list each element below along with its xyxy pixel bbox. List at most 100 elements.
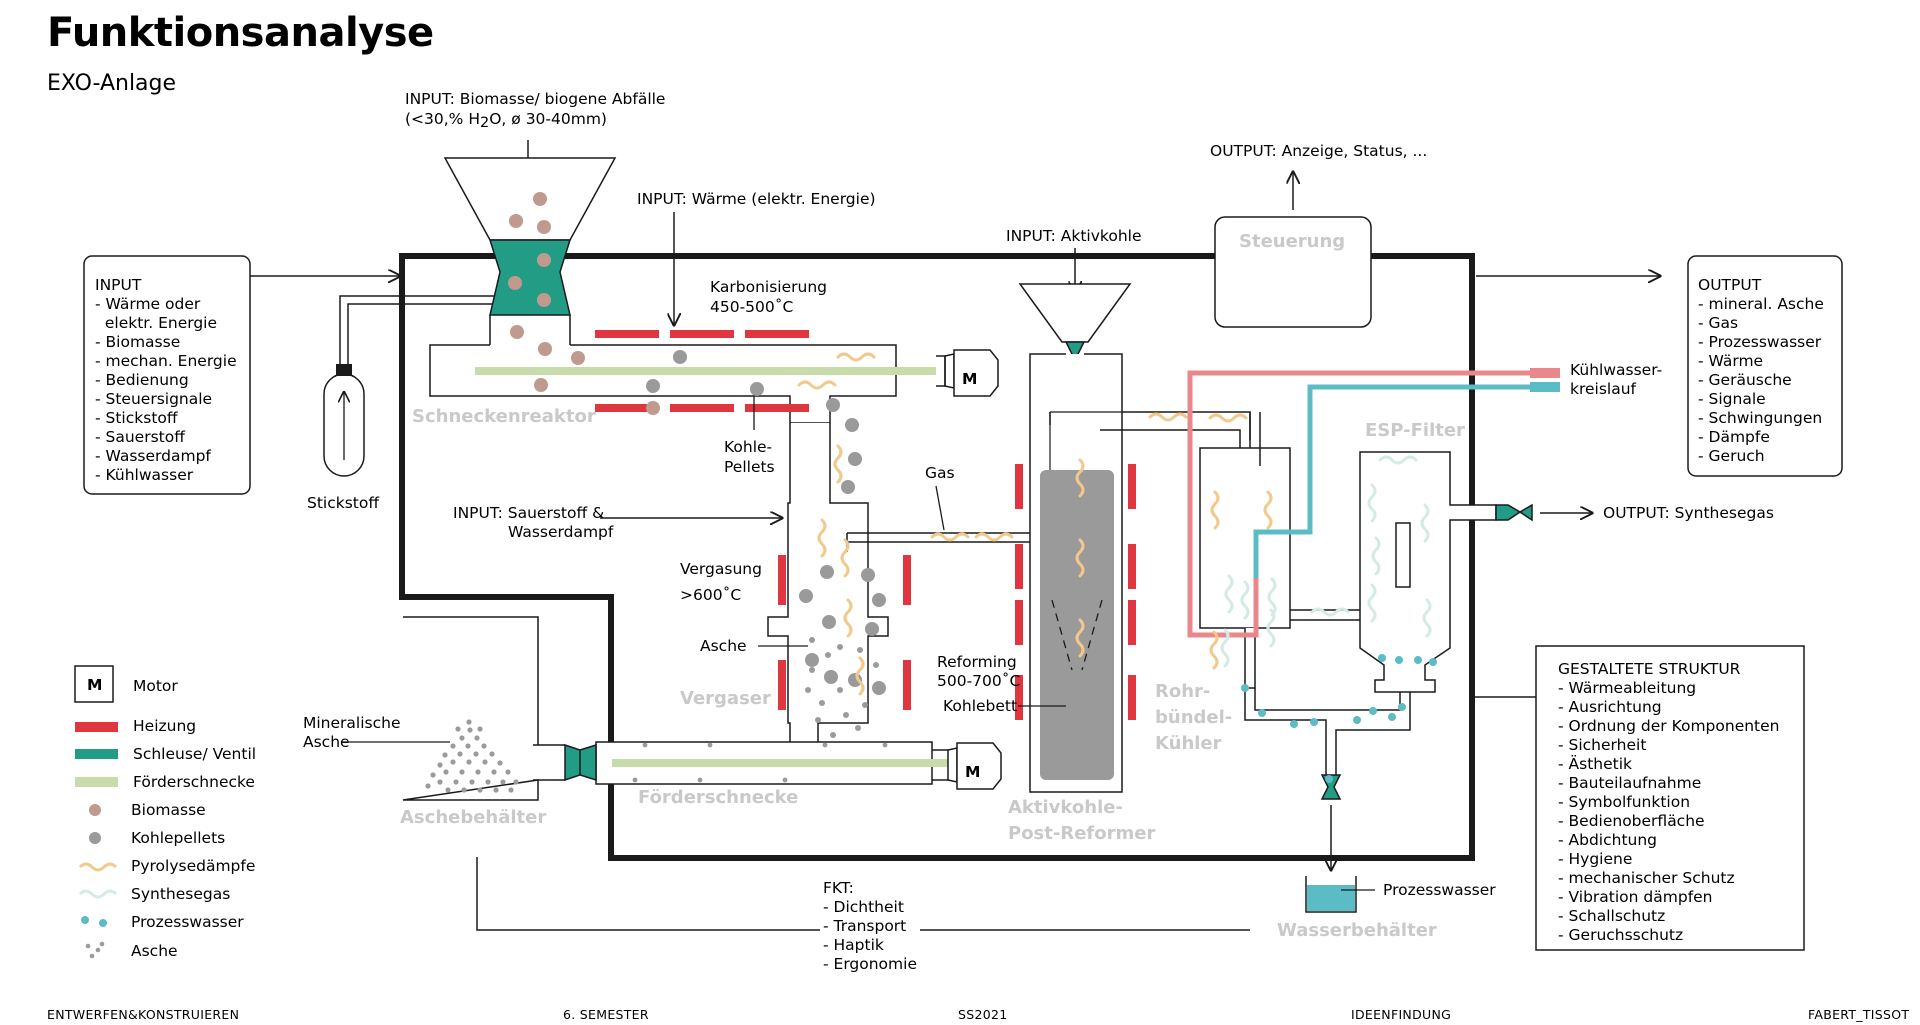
fkt-title: FKT: <box>823 879 854 897</box>
heater <box>1128 544 1136 589</box>
output-item: - Geräusche <box>1698 371 1792 389</box>
ash-particle <box>489 751 495 757</box>
input-item: - Wärme oder <box>95 295 201 313</box>
legend-motor-symbol: M <box>87 676 102 694</box>
gas-leader <box>935 485 945 531</box>
cooling-water-label: Kühlwasser- <box>1570 361 1662 379</box>
pyrolysis-wave <box>1263 490 1273 530</box>
ash-particle <box>445 787 451 793</box>
conveyor-valve <box>564 743 597 782</box>
input-item: elektr. Energie <box>95 314 217 332</box>
carbonization-label: Karbonisierung <box>710 278 827 296</box>
ash-particle <box>477 787 483 793</box>
legend-ash: Asche <box>131 942 178 960</box>
output-display-label: OUTPUT: Anzeige, Status, ... <box>1210 142 1427 160</box>
heater <box>1128 600 1136 645</box>
ash-particle <box>855 725 861 731</box>
input-item: - Kühlwasser <box>95 466 194 484</box>
ash-particle <box>497 760 503 766</box>
fkt-item: - Dichtheit <box>823 898 904 916</box>
input-item: - Wasserdampf <box>95 447 211 465</box>
particles-layer <box>425 192 1437 793</box>
tube-bundle-cooler <box>1199 412 1291 689</box>
screw-reactor <box>429 330 936 424</box>
water-drop <box>1258 709 1266 717</box>
input-item: - Steuersignale <box>95 390 212 408</box>
legend-ash-icon <box>99 941 105 947</box>
pyrolysis-wave <box>1075 538 1085 578</box>
output-box-title: OUTPUT <box>1698 276 1762 294</box>
pyrolysis-wave <box>1209 630 1219 670</box>
biomass-particle <box>571 351 585 365</box>
pyrolysis-wave <box>1148 412 1188 422</box>
ash-particle <box>815 717 821 723</box>
reforming-label: Reforming <box>937 653 1017 671</box>
output-item: - Wärme <box>1698 352 1763 370</box>
ash-particle <box>474 735 480 741</box>
pellet-particle <box>824 670 838 684</box>
output-item: - Signale <box>1698 390 1766 408</box>
biomass-particle <box>538 342 552 356</box>
water-drop <box>1241 684 1249 692</box>
ash-particle <box>425 783 431 789</box>
pellet-particle <box>822 615 836 629</box>
heater <box>745 330 809 338</box>
label-control: Steuerung <box>1239 231 1345 252</box>
ash-particle <box>467 727 473 733</box>
pellet-particle <box>673 350 687 364</box>
pellet-particle <box>865 622 879 636</box>
biomass-particle <box>509 214 523 228</box>
structure-item: - Abdichtung <box>1558 831 1657 849</box>
process-water-label: Prozesswasser <box>1383 881 1496 899</box>
input-box: INPUT - Wärme oder elektr. Energie - Bio… <box>83 255 251 495</box>
footer-course: ENTWERFEN&KONSTRUIEREN <box>47 1007 239 1022</box>
ash-particle <box>508 787 514 793</box>
legend-motor-icon <box>74 665 114 703</box>
ash-particle <box>830 732 836 738</box>
ash-particle <box>453 779 459 785</box>
structure-item: - Hygiene <box>1558 850 1632 868</box>
pyrolysis-wave <box>836 352 876 362</box>
structure-title: GESTALTETE STRUKTUR <box>1558 660 1741 678</box>
legend-syngas: Synthesegas <box>131 885 230 903</box>
ash-particle <box>430 772 436 778</box>
page-title: Funktionsanalyse <box>47 10 434 56</box>
water-drop <box>1388 713 1396 721</box>
ash-particle <box>642 742 648 748</box>
legend-biomass-icon <box>89 804 101 816</box>
ash-particle <box>459 769 465 775</box>
label-water-container: Wasserbehälter <box>1277 920 1437 941</box>
ash-particle <box>450 759 456 765</box>
ash-particle <box>481 743 487 749</box>
nitrogen-label: Stickstoff <box>307 494 379 512</box>
ash-particle <box>450 743 456 749</box>
output-item: - Gas <box>1698 314 1738 332</box>
page-subtitle: EXO-Anlage <box>47 71 176 96</box>
structure-item: - Wärmeableitung <box>1558 679 1696 697</box>
input-heat-label: INPUT: Wärme (elektr. Energie) <box>637 190 876 208</box>
structure-item: - Ordnung der Komponenten <box>1558 717 1780 735</box>
legend-water: Prozesswasser <box>131 913 244 931</box>
label-tube-cooler: Rohr- <box>1155 681 1210 702</box>
ash-particle <box>873 662 879 668</box>
structure-item: - Ausrichtung <box>1558 698 1662 716</box>
mineral-ash-label-2: Asche <box>303 733 350 751</box>
cooling-loop-cold <box>1253 384 1534 578</box>
ash-particle <box>437 779 443 785</box>
heater <box>903 555 911 605</box>
label-post-reformer-2: Post-Reformer <box>1008 823 1155 844</box>
syngas-wave <box>1420 503 1430 543</box>
coal-pellets-label: Kohle- <box>724 438 772 456</box>
water-drop <box>1429 658 1437 666</box>
coal-pellets-label-2: Pellets <box>724 458 775 476</box>
structure-item: - Vibration dämpfen <box>1558 888 1713 906</box>
reforming-temp: 500-700˚C <box>937 672 1020 690</box>
legend-water-icon <box>81 916 89 924</box>
ash-particle <box>455 726 461 732</box>
label-conveyor: Förderschnecke <box>638 787 798 808</box>
pellet-particle <box>826 398 840 412</box>
biomass-particle <box>508 276 522 290</box>
legend-valve: Schleuse/ Ventil <box>133 745 256 763</box>
pyrolysis-wave <box>855 656 865 696</box>
structure-item: - Bedienoberfläche <box>1558 812 1705 830</box>
